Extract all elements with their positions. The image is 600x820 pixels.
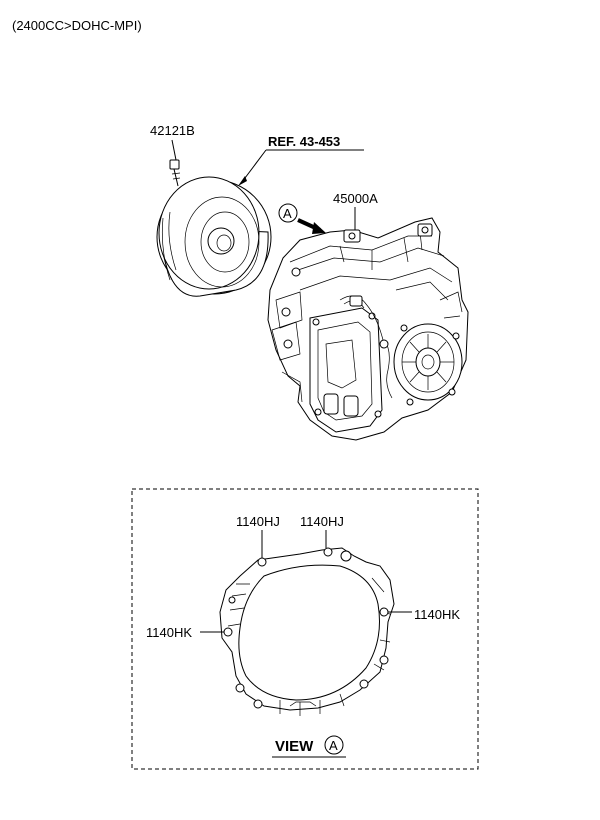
- callout-1140hk-right[interactable]: 1140HK: [388, 607, 460, 622]
- bolt-part-number: 42121B: [150, 123, 195, 138]
- label-1140hk-left: 1140HK: [146, 625, 192, 640]
- transaxle-part-number: 45000A: [333, 191, 378, 206]
- ref-label: REF. 43-453: [268, 134, 340, 149]
- view-title-marker: A: [329, 738, 338, 753]
- callout-1140hk-left[interactable]: 1140HK: [146, 625, 224, 640]
- view-title-text: VIEW: [275, 738, 314, 755]
- ref-arrow-icon: [238, 176, 247, 186]
- transaxle-assembly[interactable]: 45000A: [267, 191, 469, 441]
- view-a-marker-letter: A: [283, 206, 292, 221]
- callout-1140hj-right[interactable]: 1140HJ: [300, 514, 344, 548]
- label-1140hj-right: 1140HJ: [300, 514, 344, 529]
- engine-spec-label: (2400CC>DOHC-MPI): [12, 18, 142, 33]
- bolt-42121b[interactable]: 42121B: [150, 123, 195, 187]
- label-1140hk-right: 1140HK: [414, 607, 460, 622]
- callout-1140hj-left[interactable]: 1140HJ: [236, 514, 280, 558]
- view-a-title: VIEW A: [272, 735, 346, 758]
- torque-converter[interactable]: [156, 176, 272, 297]
- label-1140hj-left: 1140HJ: [236, 514, 280, 529]
- ref-43-453-callout[interactable]: REF. 43-453: [238, 134, 364, 186]
- view-a-direction-marker[interactable]: A: [278, 203, 326, 234]
- view-a-detail-box: 1140HJ 1140HJ 1140HK 1140HK VIEW A: [131, 488, 479, 770]
- view-direction-arrow-icon: [312, 222, 326, 234]
